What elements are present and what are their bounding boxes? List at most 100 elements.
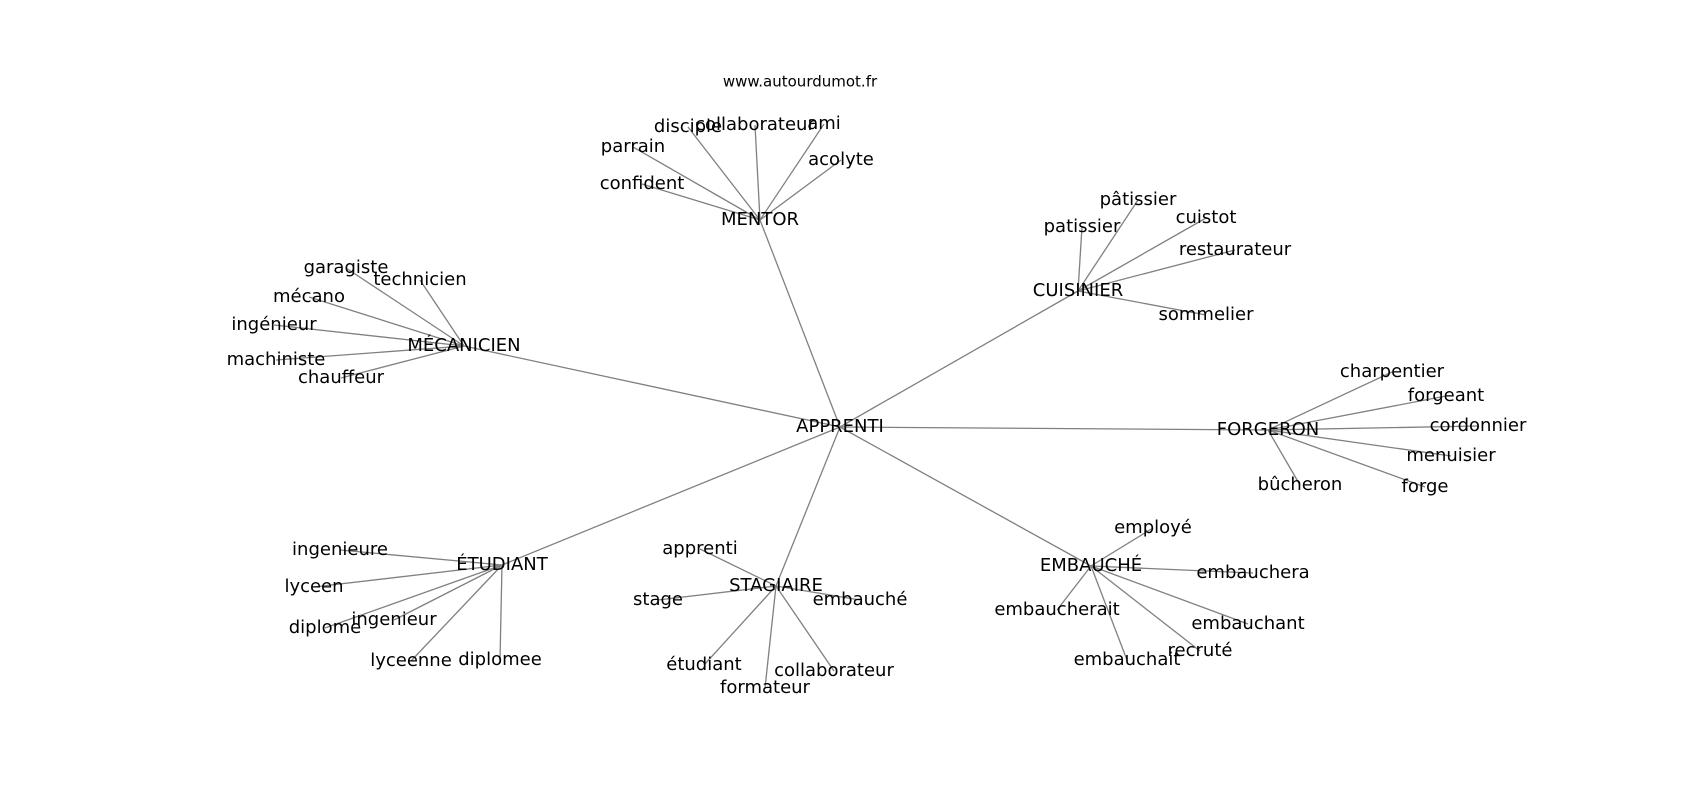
edge-hub-word xyxy=(759,123,825,221)
word-node-label[interactable]: bûcheron xyxy=(1258,474,1343,495)
word-node-label[interactable]: ami xyxy=(807,113,841,134)
edge-hub-word xyxy=(1056,565,1092,611)
word-node-label[interactable]: apprenti xyxy=(662,538,737,559)
edge-root-hub xyxy=(775,426,841,587)
word-node-label[interactable]: lyceen xyxy=(284,576,343,597)
word-node-label[interactable]: diplome xyxy=(289,617,361,638)
word-node-label[interactable]: diplomee xyxy=(458,649,542,670)
edge-hub-word xyxy=(410,564,503,662)
edge-hub-word xyxy=(1267,429,1301,486)
edge-hub-word xyxy=(775,585,835,672)
word-node-label[interactable]: lyceenne xyxy=(370,650,452,671)
word-node-label[interactable]: cuistot xyxy=(1176,207,1237,228)
word-node-label[interactable]: menuisier xyxy=(1406,445,1496,466)
edge-root-hub xyxy=(839,426,1269,431)
hub-node-label[interactable]: FORGERON xyxy=(1217,419,1320,440)
edge-hub-word xyxy=(324,564,503,629)
edge-hub-word xyxy=(759,159,842,221)
edge-hub-word xyxy=(1267,429,1426,488)
edge-hub-word xyxy=(754,124,761,221)
word-node-label[interactable]: collaborateur xyxy=(774,660,894,681)
edge-hub-word xyxy=(1267,425,1479,431)
hub-node-label[interactable]: STAGIAIRE xyxy=(729,575,823,596)
edge-root-hub xyxy=(839,426,1092,567)
word-node-label[interactable]: ingénieur xyxy=(231,314,317,335)
edge-hub-word xyxy=(419,279,465,347)
edges-layer xyxy=(273,123,1479,689)
hub-node-label[interactable]: EMBAUCHÉ xyxy=(1040,554,1142,576)
edge-hub-word xyxy=(393,564,503,621)
edge-hub-word xyxy=(273,324,465,347)
word-node-label[interactable]: garagiste xyxy=(304,257,389,278)
edge-hub-word xyxy=(703,585,777,666)
word-node-label[interactable]: employé xyxy=(1114,517,1192,538)
labels-layer: APPRENTIMENTORdisciplecollaborateuramipa… xyxy=(227,113,1527,698)
word-node-label[interactable]: charpentier xyxy=(1340,361,1445,382)
edge-hub-word xyxy=(1077,290,1207,316)
edge-hub-word xyxy=(1090,565,1254,574)
word-node-label[interactable]: embauchant xyxy=(1191,613,1304,634)
word-node-label[interactable]: acolyte xyxy=(808,149,874,170)
word-node-label[interactable]: ingenieur xyxy=(351,609,437,630)
root-node-label[interactable]: APPRENTI xyxy=(796,416,884,437)
edge-hub-word xyxy=(340,345,465,379)
word-node-label[interactable]: pâtissier xyxy=(1100,189,1177,210)
edge-hub-word xyxy=(1090,527,1154,567)
edge-root-hub xyxy=(759,219,841,428)
edge-hub-word xyxy=(641,183,761,221)
edge-hub-word xyxy=(1077,226,1083,292)
word-node-label[interactable]: embaucherait xyxy=(994,599,1119,620)
edge-root-hub xyxy=(839,290,1079,428)
word-node-label[interactable]: restaurateur xyxy=(1179,239,1292,260)
edge-hub-word xyxy=(1077,217,1207,292)
edge-hub-word xyxy=(1090,565,1201,652)
edge-hub-word xyxy=(657,585,777,601)
word-node-label[interactable]: étudiant xyxy=(666,654,741,675)
word-node-label[interactable]: disciple xyxy=(654,116,722,137)
word-node-label[interactable]: ingenieure xyxy=(292,539,388,560)
word-node-label[interactable]: machiniste xyxy=(227,349,326,370)
edge-hub-word xyxy=(632,146,761,221)
edge-root-hub xyxy=(463,345,841,428)
word-node-label[interactable]: technicien xyxy=(373,269,466,290)
edge-hub-word xyxy=(1090,565,1128,661)
word-node-label[interactable]: cordonnier xyxy=(1430,415,1527,436)
word-node-label[interactable]: embauché xyxy=(813,589,908,610)
word-node-label[interactable]: forge xyxy=(1402,476,1449,497)
edge-hub-word xyxy=(345,267,465,347)
edge-hub-word xyxy=(1077,199,1139,292)
word-node-label[interactable]: recruté xyxy=(1168,640,1233,661)
edge-root-hub xyxy=(501,426,841,566)
word-node-label[interactable]: confident xyxy=(600,173,685,194)
hub-node-label[interactable]: ÉTUDIANT xyxy=(456,553,548,575)
word-node-label[interactable]: formateur xyxy=(720,677,811,698)
edge-hub-word xyxy=(1090,565,1249,625)
edge-hub-word xyxy=(339,549,503,566)
hub-node-label[interactable]: MENTOR xyxy=(721,209,799,230)
edge-hub-word xyxy=(1077,249,1236,292)
edge-hub-word xyxy=(308,296,465,347)
word-node-label[interactable]: parrain xyxy=(601,136,665,157)
word-node-label[interactable]: embauchera xyxy=(1196,562,1309,583)
edge-hub-word xyxy=(1267,371,1393,431)
word-node-label[interactable]: patissier xyxy=(1044,216,1121,237)
edge-hub-word xyxy=(764,585,777,689)
word-node-label[interactable]: chauffeur xyxy=(298,367,385,388)
word-node-label[interactable]: stage xyxy=(633,589,683,610)
word-node-label[interactable]: sommelier xyxy=(1158,304,1254,325)
edge-hub-word xyxy=(275,345,465,361)
word-node-label[interactable]: mécano xyxy=(273,286,345,307)
word-node-label[interactable]: embauchait xyxy=(1074,649,1181,670)
word-node-label[interactable]: forgeant xyxy=(1408,385,1484,406)
hub-node-label[interactable]: CUISINIER xyxy=(1033,280,1123,301)
edge-hub-word xyxy=(1267,395,1447,431)
edge-hub-word xyxy=(775,585,861,601)
hub-node-label[interactable]: MÉCANICIEN xyxy=(407,334,520,356)
edge-hub-word xyxy=(687,126,761,221)
source-watermark: www.autourdumot.fr xyxy=(723,73,878,91)
word-node-label[interactable]: collaborateur xyxy=(695,114,815,135)
edge-hub-word xyxy=(699,548,777,587)
edge-hub-word xyxy=(1267,429,1452,457)
edge-hub-word xyxy=(313,564,503,588)
